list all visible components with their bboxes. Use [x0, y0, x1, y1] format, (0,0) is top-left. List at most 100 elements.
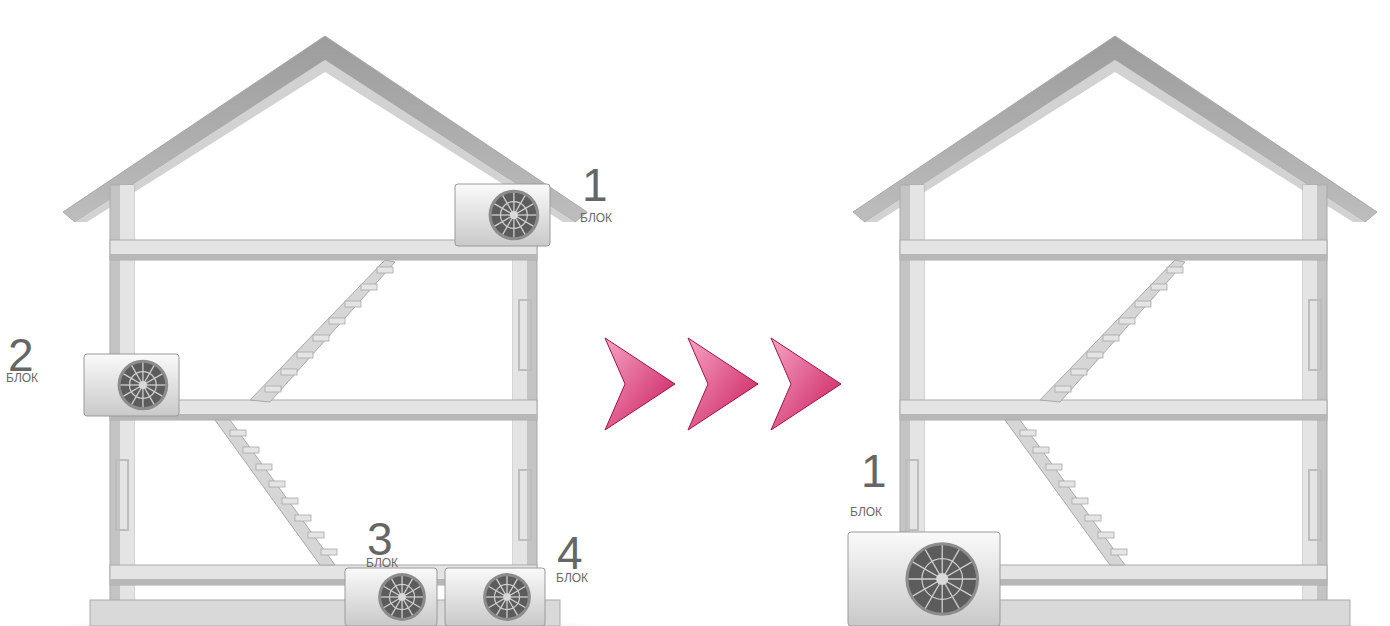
unit-case — [445, 568, 545, 626]
outdoor-unit — [445, 568, 545, 626]
stair-stringer — [1040, 260, 1185, 402]
window — [116, 460, 128, 530]
label-holder: 1 — [582, 162, 608, 208]
stair-step — [329, 318, 345, 324]
stair-step — [1135, 301, 1151, 307]
label-holder: БЛОК — [580, 212, 612, 224]
fan-ring — [483, 573, 531, 621]
stair-step — [281, 369, 297, 375]
window — [1309, 470, 1321, 540]
stair-step — [1151, 284, 1167, 290]
stair-step — [1071, 369, 1087, 375]
stair-step — [1046, 464, 1062, 470]
stair-step — [1111, 549, 1127, 555]
fan-hub — [139, 381, 147, 389]
stair-step — [361, 284, 377, 290]
outdoor-unit — [848, 532, 1000, 626]
fan-hub — [398, 593, 406, 601]
floor-edge — [900, 414, 1327, 420]
label-holder: 1 — [861, 448, 887, 494]
outdoor-unit — [84, 354, 179, 416]
fan — [486, 576, 528, 618]
outdoor-unit — [455, 184, 550, 246]
label-holder: БЛОК — [850, 506, 882, 518]
stair-step — [1059, 481, 1075, 487]
unit-label: БЛОК — [6, 372, 38, 384]
fan-grille — [501, 202, 528, 229]
fan-ring — [489, 190, 540, 241]
fan-grille — [390, 584, 415, 609]
stair-step — [243, 447, 259, 453]
stair-step — [1020, 430, 1036, 436]
stair-step — [230, 430, 246, 436]
stair-step — [345, 301, 361, 307]
stair-step — [1072, 498, 1088, 504]
stair-step — [269, 481, 285, 487]
fan-hub — [510, 211, 518, 219]
house-section — [63, 36, 587, 626]
window — [906, 460, 918, 530]
window — [1309, 300, 1321, 370]
stair-step — [308, 532, 324, 538]
label-holder: 3 — [367, 516, 393, 562]
stair-step — [1087, 352, 1103, 358]
floor-slab — [900, 400, 1327, 420]
stair-step — [1098, 532, 1114, 538]
unit-case — [84, 354, 179, 416]
stair-step — [313, 335, 329, 341]
label-holder: БЛОК — [556, 572, 588, 584]
unit-case — [455, 184, 550, 246]
floor-slab — [900, 240, 1327, 260]
floor-edge — [900, 254, 1327, 260]
unit-case — [345, 568, 437, 626]
window — [519, 300, 531, 370]
stair-step — [256, 464, 272, 470]
roof — [853, 36, 1377, 222]
stair-step — [297, 352, 313, 358]
unit-case — [848, 532, 1000, 626]
callout-number: 3 — [367, 516, 393, 562]
fan-ring — [905, 542, 979, 616]
fan-grille — [922, 559, 963, 600]
label-holder: 4 — [557, 530, 583, 576]
stair-step — [321, 549, 337, 555]
callout-number: 1 — [861, 448, 887, 494]
unit-label: БЛОК — [366, 557, 398, 569]
callout-number: 1 — [582, 162, 608, 208]
stair-step — [1119, 318, 1135, 324]
stair-step — [1055, 386, 1071, 392]
floor-edge — [110, 254, 537, 260]
stair-step — [1085, 515, 1101, 521]
stair-step — [295, 515, 311, 521]
fan-ring — [378, 573, 426, 621]
fan — [908, 545, 976, 613]
stair-stringer — [250, 260, 395, 402]
label-holder: БЛОК — [366, 557, 398, 569]
fan-ring — [118, 360, 169, 411]
fan — [381, 576, 423, 618]
label-holder: БЛОК — [6, 372, 38, 384]
fan-hub — [503, 593, 511, 601]
stair-step — [377, 267, 393, 273]
roof-inner — [865, 60, 1365, 222]
stair-step — [1033, 447, 1049, 453]
unit-label: БЛОК — [580, 212, 612, 224]
stair-step — [282, 498, 298, 504]
callout-number: 4 — [557, 530, 583, 576]
fan-grille — [494, 584, 519, 609]
stair-stringer — [215, 420, 335, 565]
outdoor-unit — [345, 568, 437, 626]
unit-label: БЛОК — [850, 506, 882, 518]
fan-hub — [936, 573, 948, 585]
transition-arrows — [605, 338, 841, 430]
stair-step — [1167, 267, 1183, 273]
stair-step — [1103, 335, 1119, 341]
window — [519, 470, 531, 540]
unit-label: БЛОК — [556, 572, 588, 584]
fan — [121, 363, 166, 408]
stair-stringer — [1005, 420, 1125, 565]
stair-step — [265, 386, 281, 392]
